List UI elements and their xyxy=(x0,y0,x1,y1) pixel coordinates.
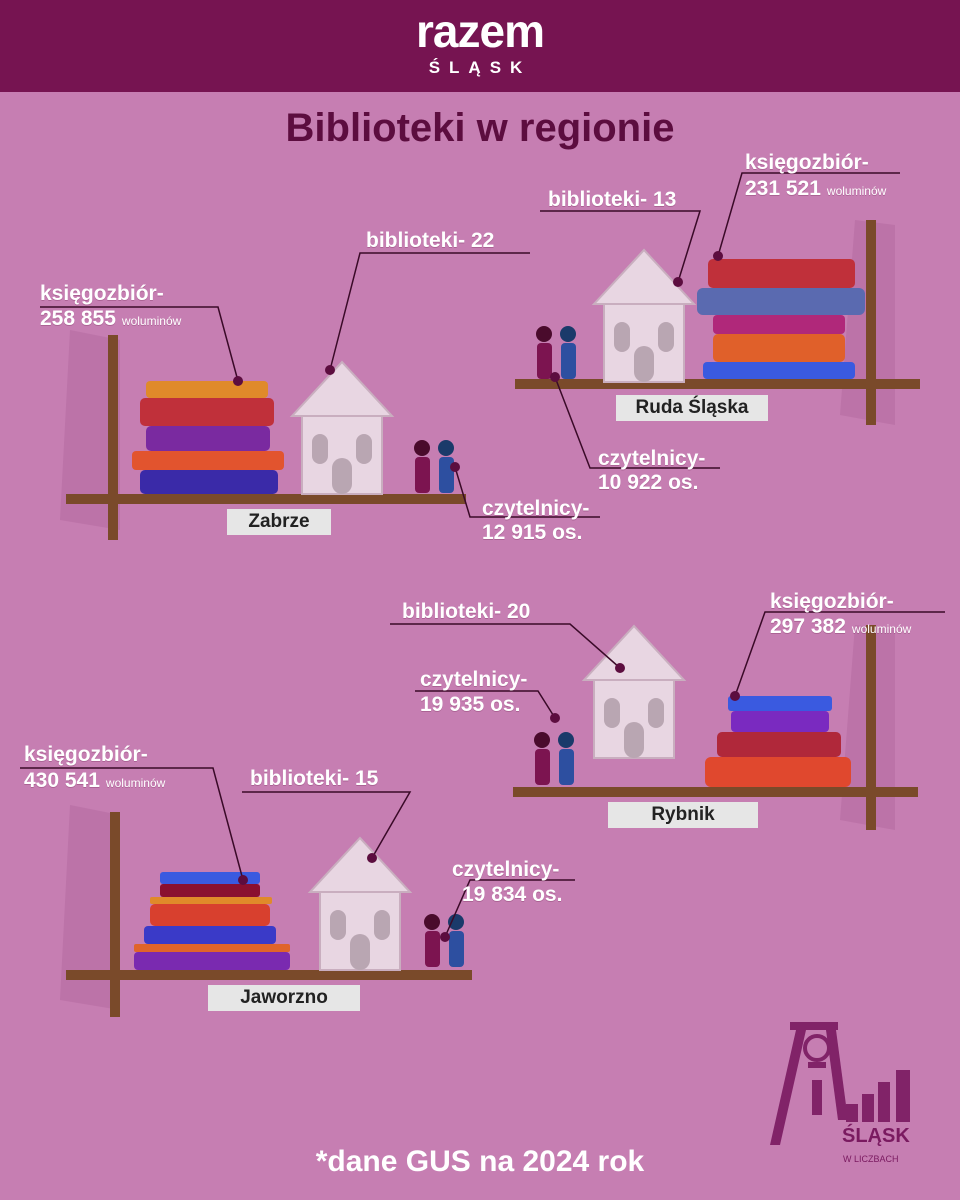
zabrze-scene xyxy=(40,252,600,540)
ruda-libraries-label: biblioteki- 13 xyxy=(548,188,677,211)
zabrze-readers-value: 12 915 os. xyxy=(482,521,583,544)
zabrze-libraries-label: biblioteki- 22 xyxy=(366,229,495,252)
rybnik-readers-label: czytelnicy- xyxy=(420,668,528,691)
ruda-books-value: 231 521 xyxy=(745,177,821,200)
rybnik-books-label: księgozbiór- xyxy=(770,590,894,613)
ruda-scene xyxy=(515,172,920,469)
zabrze-books-label: księgozbiór- xyxy=(40,282,164,305)
ruda-readers-value: 10 922 os. xyxy=(598,471,699,494)
ruda-city-label: Ruda Śląska xyxy=(616,395,768,421)
ruda-readers-label: czytelnicy- xyxy=(598,447,706,470)
jaworzno-readers-value: 19 834 os. xyxy=(462,883,563,906)
brand-subtitle: ŚLĄSK xyxy=(428,58,532,77)
jaworzno-books-value-row: 430 541 woluminów xyxy=(24,768,165,796)
jaworzno-books-label: księgozbiór- xyxy=(24,743,148,766)
zabrze-books-value: 258 855 xyxy=(40,307,116,330)
slask-w-liczbach-logo-graphic xyxy=(770,1022,910,1145)
jaworzno-scene xyxy=(20,767,575,1017)
source-footnote: *dane GUS na 2024 rok xyxy=(315,1145,645,1178)
page-title: Biblioteki w regionie xyxy=(285,106,675,150)
jaworzno-city-label: Jaworzno xyxy=(208,985,360,1011)
ruda-library-house xyxy=(593,249,695,383)
zabrze-readers-figures xyxy=(414,440,454,493)
brand-logo: razem xyxy=(416,5,545,57)
rybnik-scene xyxy=(390,611,945,830)
jaworzno-books-value: 430 541 xyxy=(24,769,100,792)
ruda-books-value-row: 231 521 woluminów xyxy=(745,176,886,204)
rybnik-city-label: Rybnik xyxy=(608,802,758,828)
header-bar: razem ŚLĄSK xyxy=(0,0,960,92)
rybnik-libraries-label: biblioteki- 20 xyxy=(402,600,531,623)
slask-logo-title: ŚLĄSK xyxy=(842,1125,910,1147)
rybnik-books-unit: woluminów xyxy=(851,622,912,636)
ruda-readers-figures xyxy=(536,326,576,379)
rybnik-books-value: 297 382 xyxy=(770,615,846,638)
rybnik-readers-figures xyxy=(534,732,574,785)
jaworzno-library-house xyxy=(309,837,411,971)
zabrze-city-label: Zabrze xyxy=(227,509,331,535)
rybnik-readers-value: 19 935 os. xyxy=(420,693,521,716)
jaworzno-readers-label: czytelnicy- xyxy=(452,858,560,881)
zabrze-library-house xyxy=(291,361,393,495)
zabrze-books-unit: woluminów xyxy=(121,314,182,328)
zabrze-readers-label: czytelnicy- xyxy=(482,497,590,520)
ruda-books-label: księgozbiór- xyxy=(745,151,869,174)
jaworzno-libraries-label: biblioteki- 15 xyxy=(250,767,379,790)
zabrze-books-value-row: 258 855 woluminów xyxy=(40,306,181,334)
slask-logo-subtitle: W LICZBACH xyxy=(843,1154,899,1164)
rybnik-books-value-row: 297 382 woluminów xyxy=(770,614,911,642)
ruda-books-unit: woluminów xyxy=(826,184,887,198)
rybnik-library-house xyxy=(583,625,685,759)
jaworzno-books-unit: woluminów xyxy=(105,776,166,790)
